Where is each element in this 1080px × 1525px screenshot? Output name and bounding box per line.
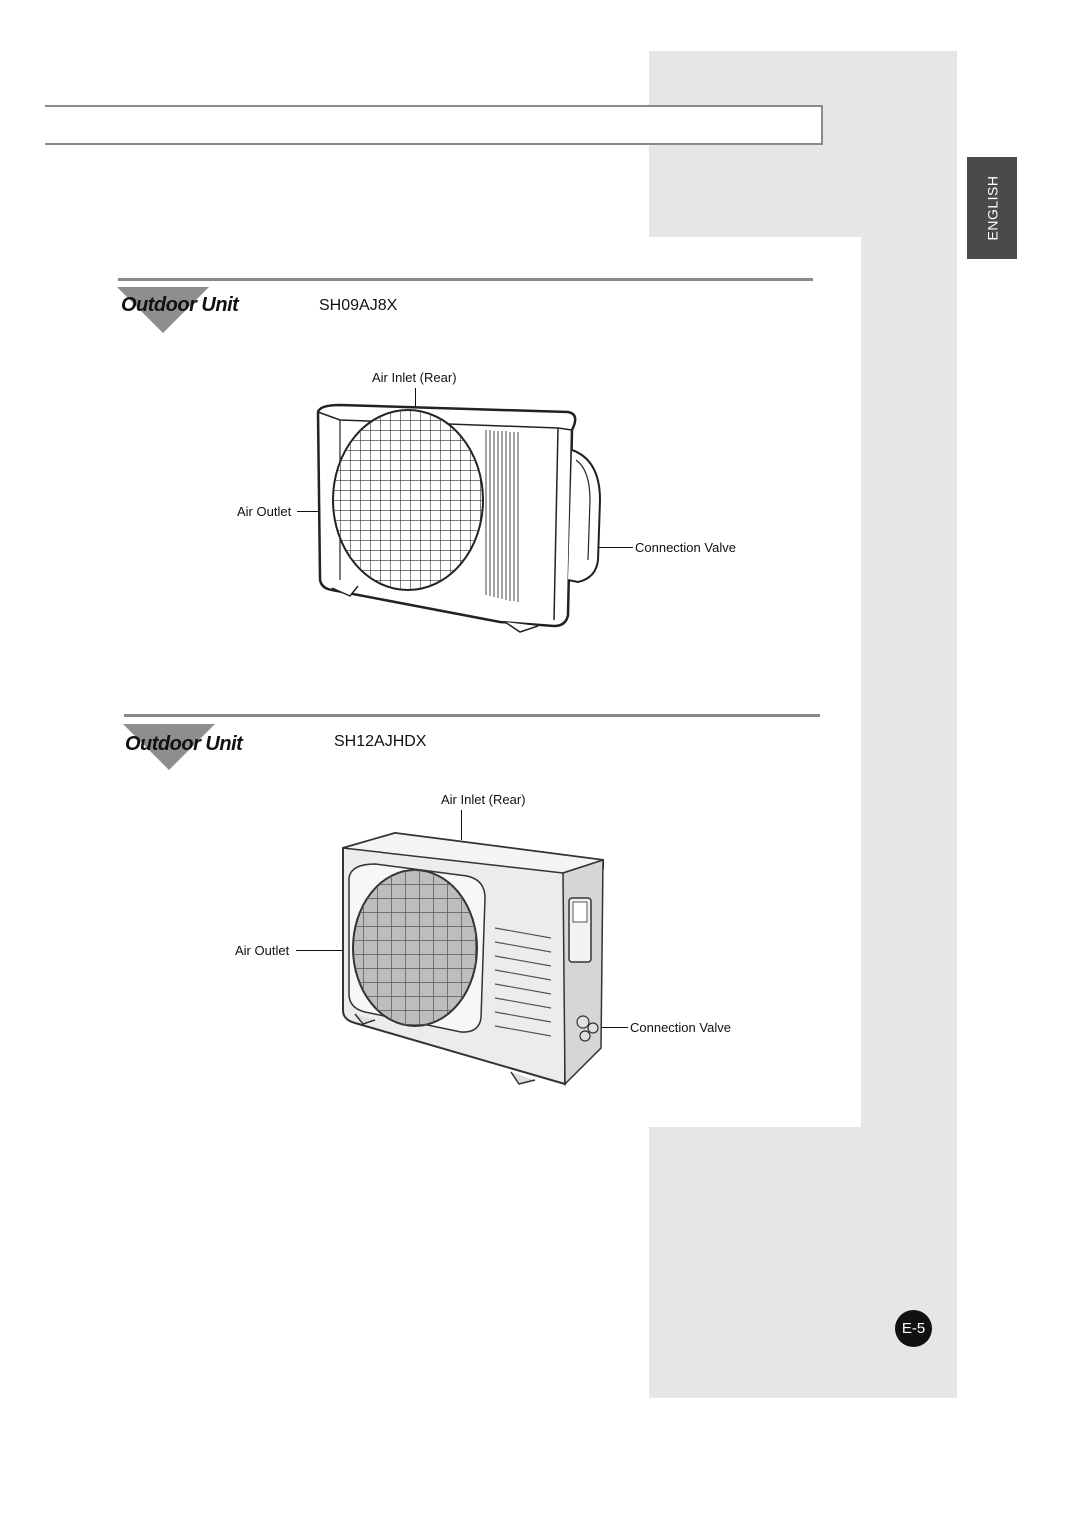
language-tab: ENGLISH [967, 157, 1017, 259]
section-2-air-inlet-label: Air Inlet (Rear) [441, 792, 526, 807]
section-1-air-outlet-label: Air Outlet [237, 504, 292, 519]
section-1-connection-valve-label: Connection Valve [635, 540, 736, 555]
section-2-title: Outdoor Unit [125, 733, 243, 755]
section-1-rule [118, 278, 813, 281]
section-1-model: SH09AJ8X [319, 297, 398, 314]
outdoor-unit-2-illustration [342, 831, 604, 1086]
section-1-title: Outdoor Unit [121, 294, 239, 316]
section-1-air-inlet-leader [415, 388, 416, 408]
section-1-air-inlet-label: Air Inlet (Rear) [372, 370, 457, 385]
section-2-air-outlet-leader [296, 950, 366, 951]
language-label: ENGLISH [984, 175, 1000, 241]
page-number-badge: E-5 [895, 1310, 932, 1347]
section-1-marker [117, 287, 209, 333]
section-1-connection-valve-leader [598, 547, 633, 548]
section-2-connection-valve-label: Connection Valve [630, 1020, 731, 1035]
section-2-rule [124, 714, 820, 717]
section-2-model: SH12AJHDX [334, 733, 427, 750]
outdoor-unit-1-illustration [316, 403, 602, 633]
section-2-marker [123, 724, 215, 770]
header-bar [45, 105, 823, 145]
section-2-connection-valve-leader [592, 1027, 628, 1028]
section-2-air-outlet-label: Air Outlet [235, 943, 290, 958]
section-2-air-inlet-leader [461, 810, 462, 840]
